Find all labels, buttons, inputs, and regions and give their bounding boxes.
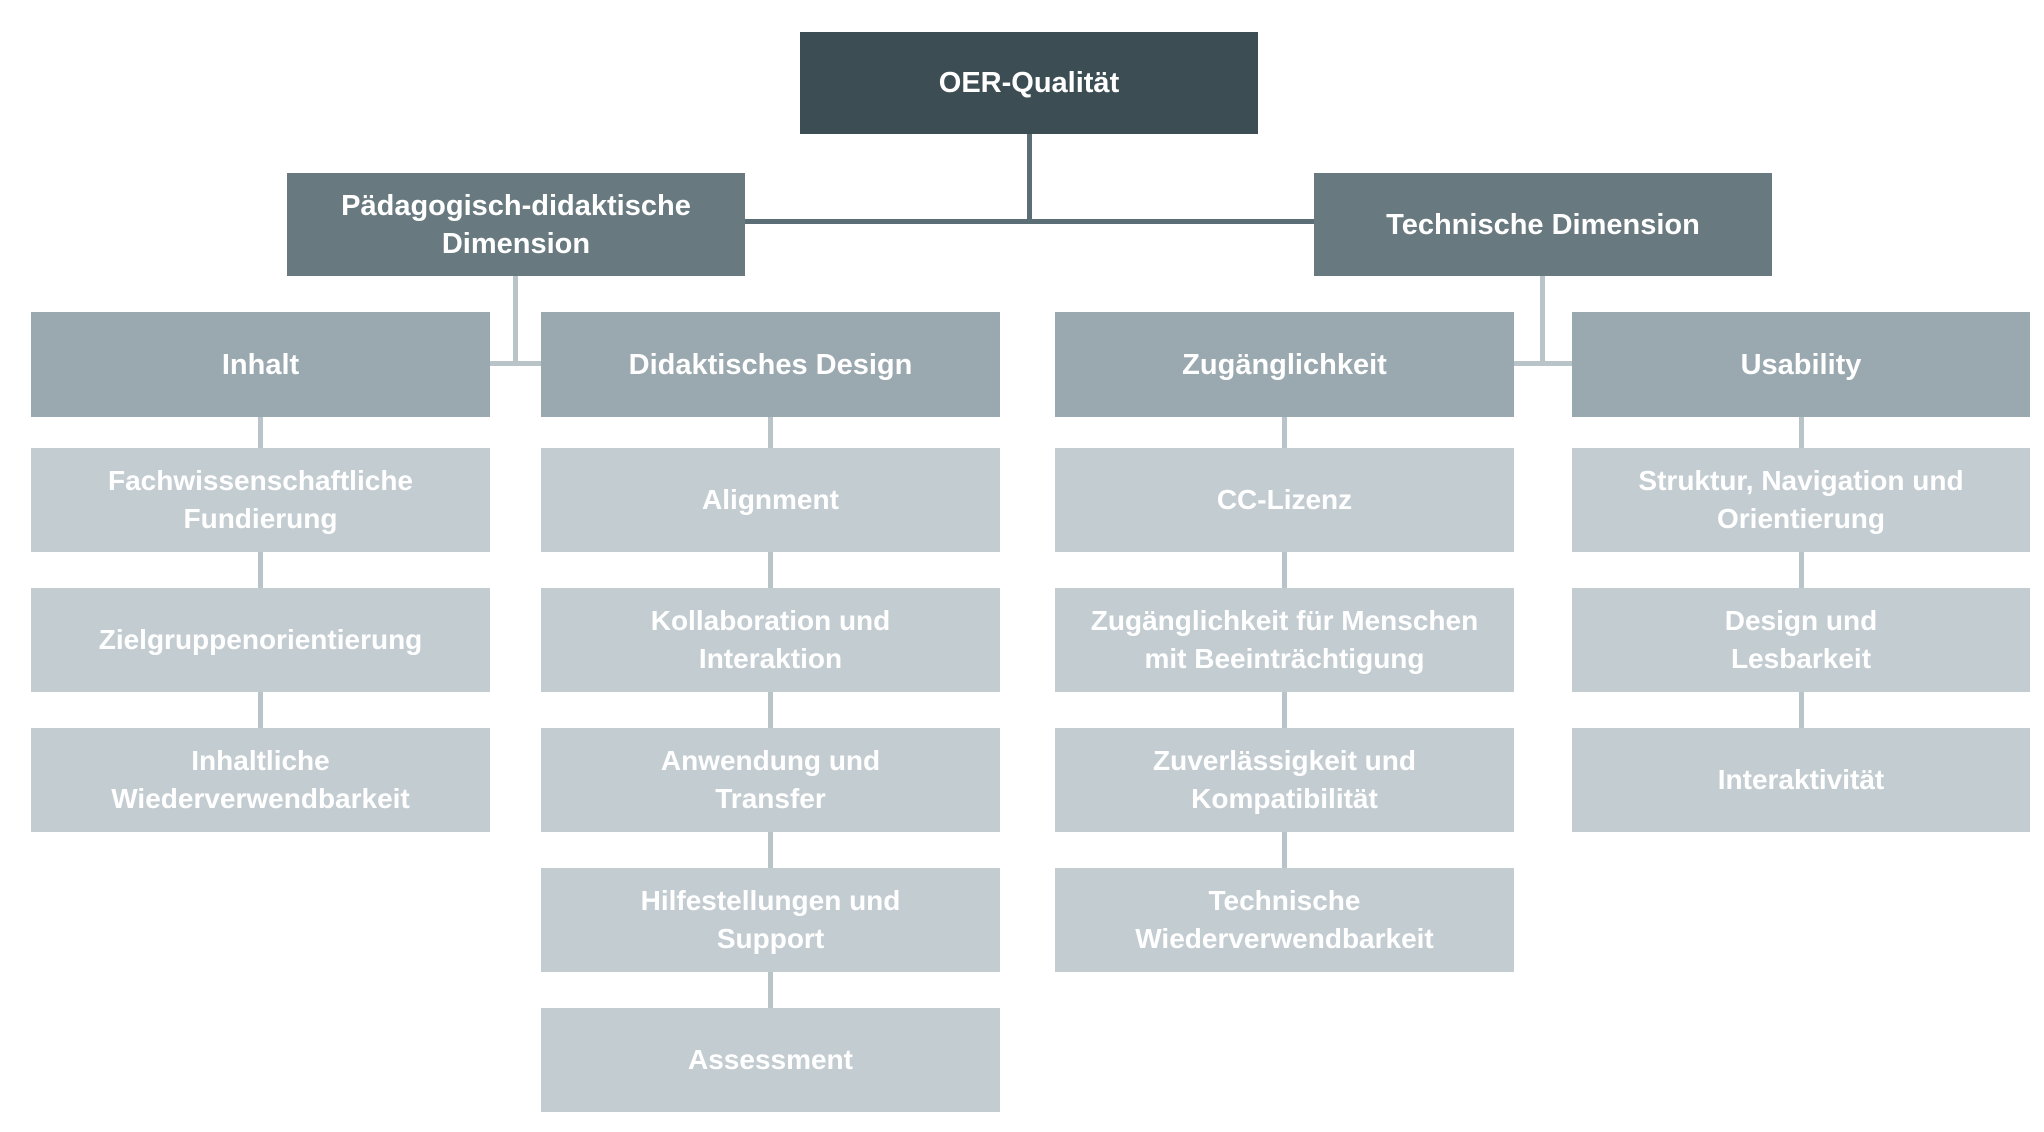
connector-inhalt-0 (258, 417, 263, 448)
node-technische-dimension: Technische Dimension (1314, 173, 1772, 276)
node-anwendung-und-transfer: Anwendung und Transfer (541, 728, 1000, 832)
node-inhaltliche-wiederverwendbarkeit: Inhaltliche Wiederverwendbarkeit (31, 728, 490, 832)
node-inhalt: Inhalt (31, 312, 490, 417)
node-cc-lizenz: CC-Lizenz (1055, 448, 1514, 552)
node-interaktivitaet: Interaktivität (1572, 728, 2030, 832)
node-hilfestellungen-und-support: Hilfestellungen und Support (541, 868, 1000, 972)
connector-paedagogisch-horizontal (490, 361, 541, 366)
node-assessment: Assessment (541, 1008, 1000, 1112)
connector-root-horizontal (745, 219, 1314, 224)
node-oer-qualitaet: OER-Qualität (800, 32, 1258, 134)
connector-didaktisches-design-4 (768, 972, 773, 1008)
node-struktur-navigation-und-orientierung: Struktur, Navigation und Orientierung (1572, 448, 2030, 552)
node-usability: Usability (1572, 312, 2030, 417)
node-alignment: Alignment (541, 448, 1000, 552)
node-paedagogisch-didaktische-dimension: Pädagogisch-didaktische Dimension (287, 173, 745, 276)
connector-paedagogisch-vertical (513, 276, 518, 366)
node-zugaenglichkeit-fuer-menschen-mit-beeintraechtigung: Zugänglichkeit für Menschen mit Beeinträ… (1055, 588, 1514, 692)
connector-zugaenglichkeit-3 (1282, 832, 1287, 868)
connector-didaktisches-design-1 (768, 552, 773, 588)
connector-didaktisches-design-2 (768, 692, 773, 728)
connector-didaktisches-design-0 (768, 417, 773, 448)
connector-didaktisches-design-3 (768, 832, 773, 868)
node-zugaenglichkeit: Zugänglichkeit (1055, 312, 1514, 417)
node-technische-wiederverwendbarkeit: Technische Wiederverwendbarkeit (1055, 868, 1514, 972)
connector-inhalt-1 (258, 552, 263, 588)
connector-zugaenglichkeit-2 (1282, 692, 1287, 728)
connector-inhalt-2 (258, 692, 263, 728)
node-fachwissenschaftliche-fundierung: Fachwissenschaftliche Fundierung (31, 448, 490, 552)
connector-usability-0 (1799, 417, 1804, 448)
connector-usability-2 (1799, 692, 1804, 728)
node-zielgruppenorientierung: Zielgruppenorientierung (31, 588, 490, 692)
node-zuverlaessigkeit-und-kompatibilitaet: Zuverlässigkeit und Kompatibilität (1055, 728, 1514, 832)
connector-zugaenglichkeit-1 (1282, 552, 1287, 588)
connector-technisch-vertical (1540, 276, 1545, 366)
connector-root-vertical (1027, 134, 1032, 222)
connector-technisch-horizontal (1514, 361, 1572, 366)
connector-usability-1 (1799, 552, 1804, 588)
node-design-und-lesbarkeit: Design und Lesbarkeit (1572, 588, 2030, 692)
node-kollaboration-und-interaktion: Kollaboration und Interaktion (541, 588, 1000, 692)
connector-zugaenglichkeit-0 (1282, 417, 1287, 448)
node-didaktisches-design: Didaktisches Design (541, 312, 1000, 417)
